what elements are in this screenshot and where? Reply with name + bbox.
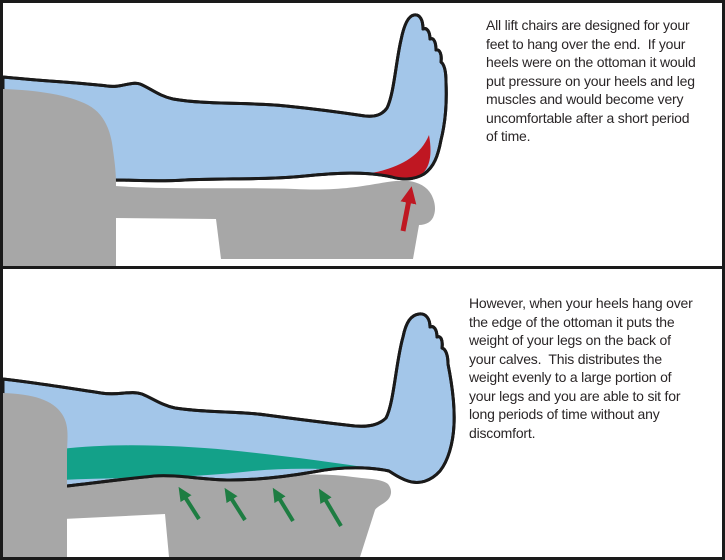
bottom-panel-caption: However, when your heels hang over the e… <box>469 295 693 441</box>
leg-outline <box>3 312 456 492</box>
support-arrow-icon <box>272 487 295 523</box>
ottoman-footrest <box>63 474 392 557</box>
support-arrow-icon <box>178 486 201 521</box>
chair-seat <box>3 89 116 266</box>
pressure-arrow-icon <box>400 186 417 232</box>
calf-support-area <box>61 445 389 480</box>
ottoman-footrest <box>115 180 435 259</box>
support-arrow-icon <box>224 487 247 522</box>
panel-divider <box>3 266 722 269</box>
heel-pressure-area <box>367 135 431 180</box>
bottom-panel-illustration <box>3 312 456 557</box>
top-panel-caption: All lift chairs are designed for your fe… <box>486 17 696 144</box>
chair-seat <box>3 393 68 557</box>
leg-outline <box>3 13 448 188</box>
top-panel-illustration <box>3 13 448 266</box>
support-arrow-icon <box>318 488 343 528</box>
